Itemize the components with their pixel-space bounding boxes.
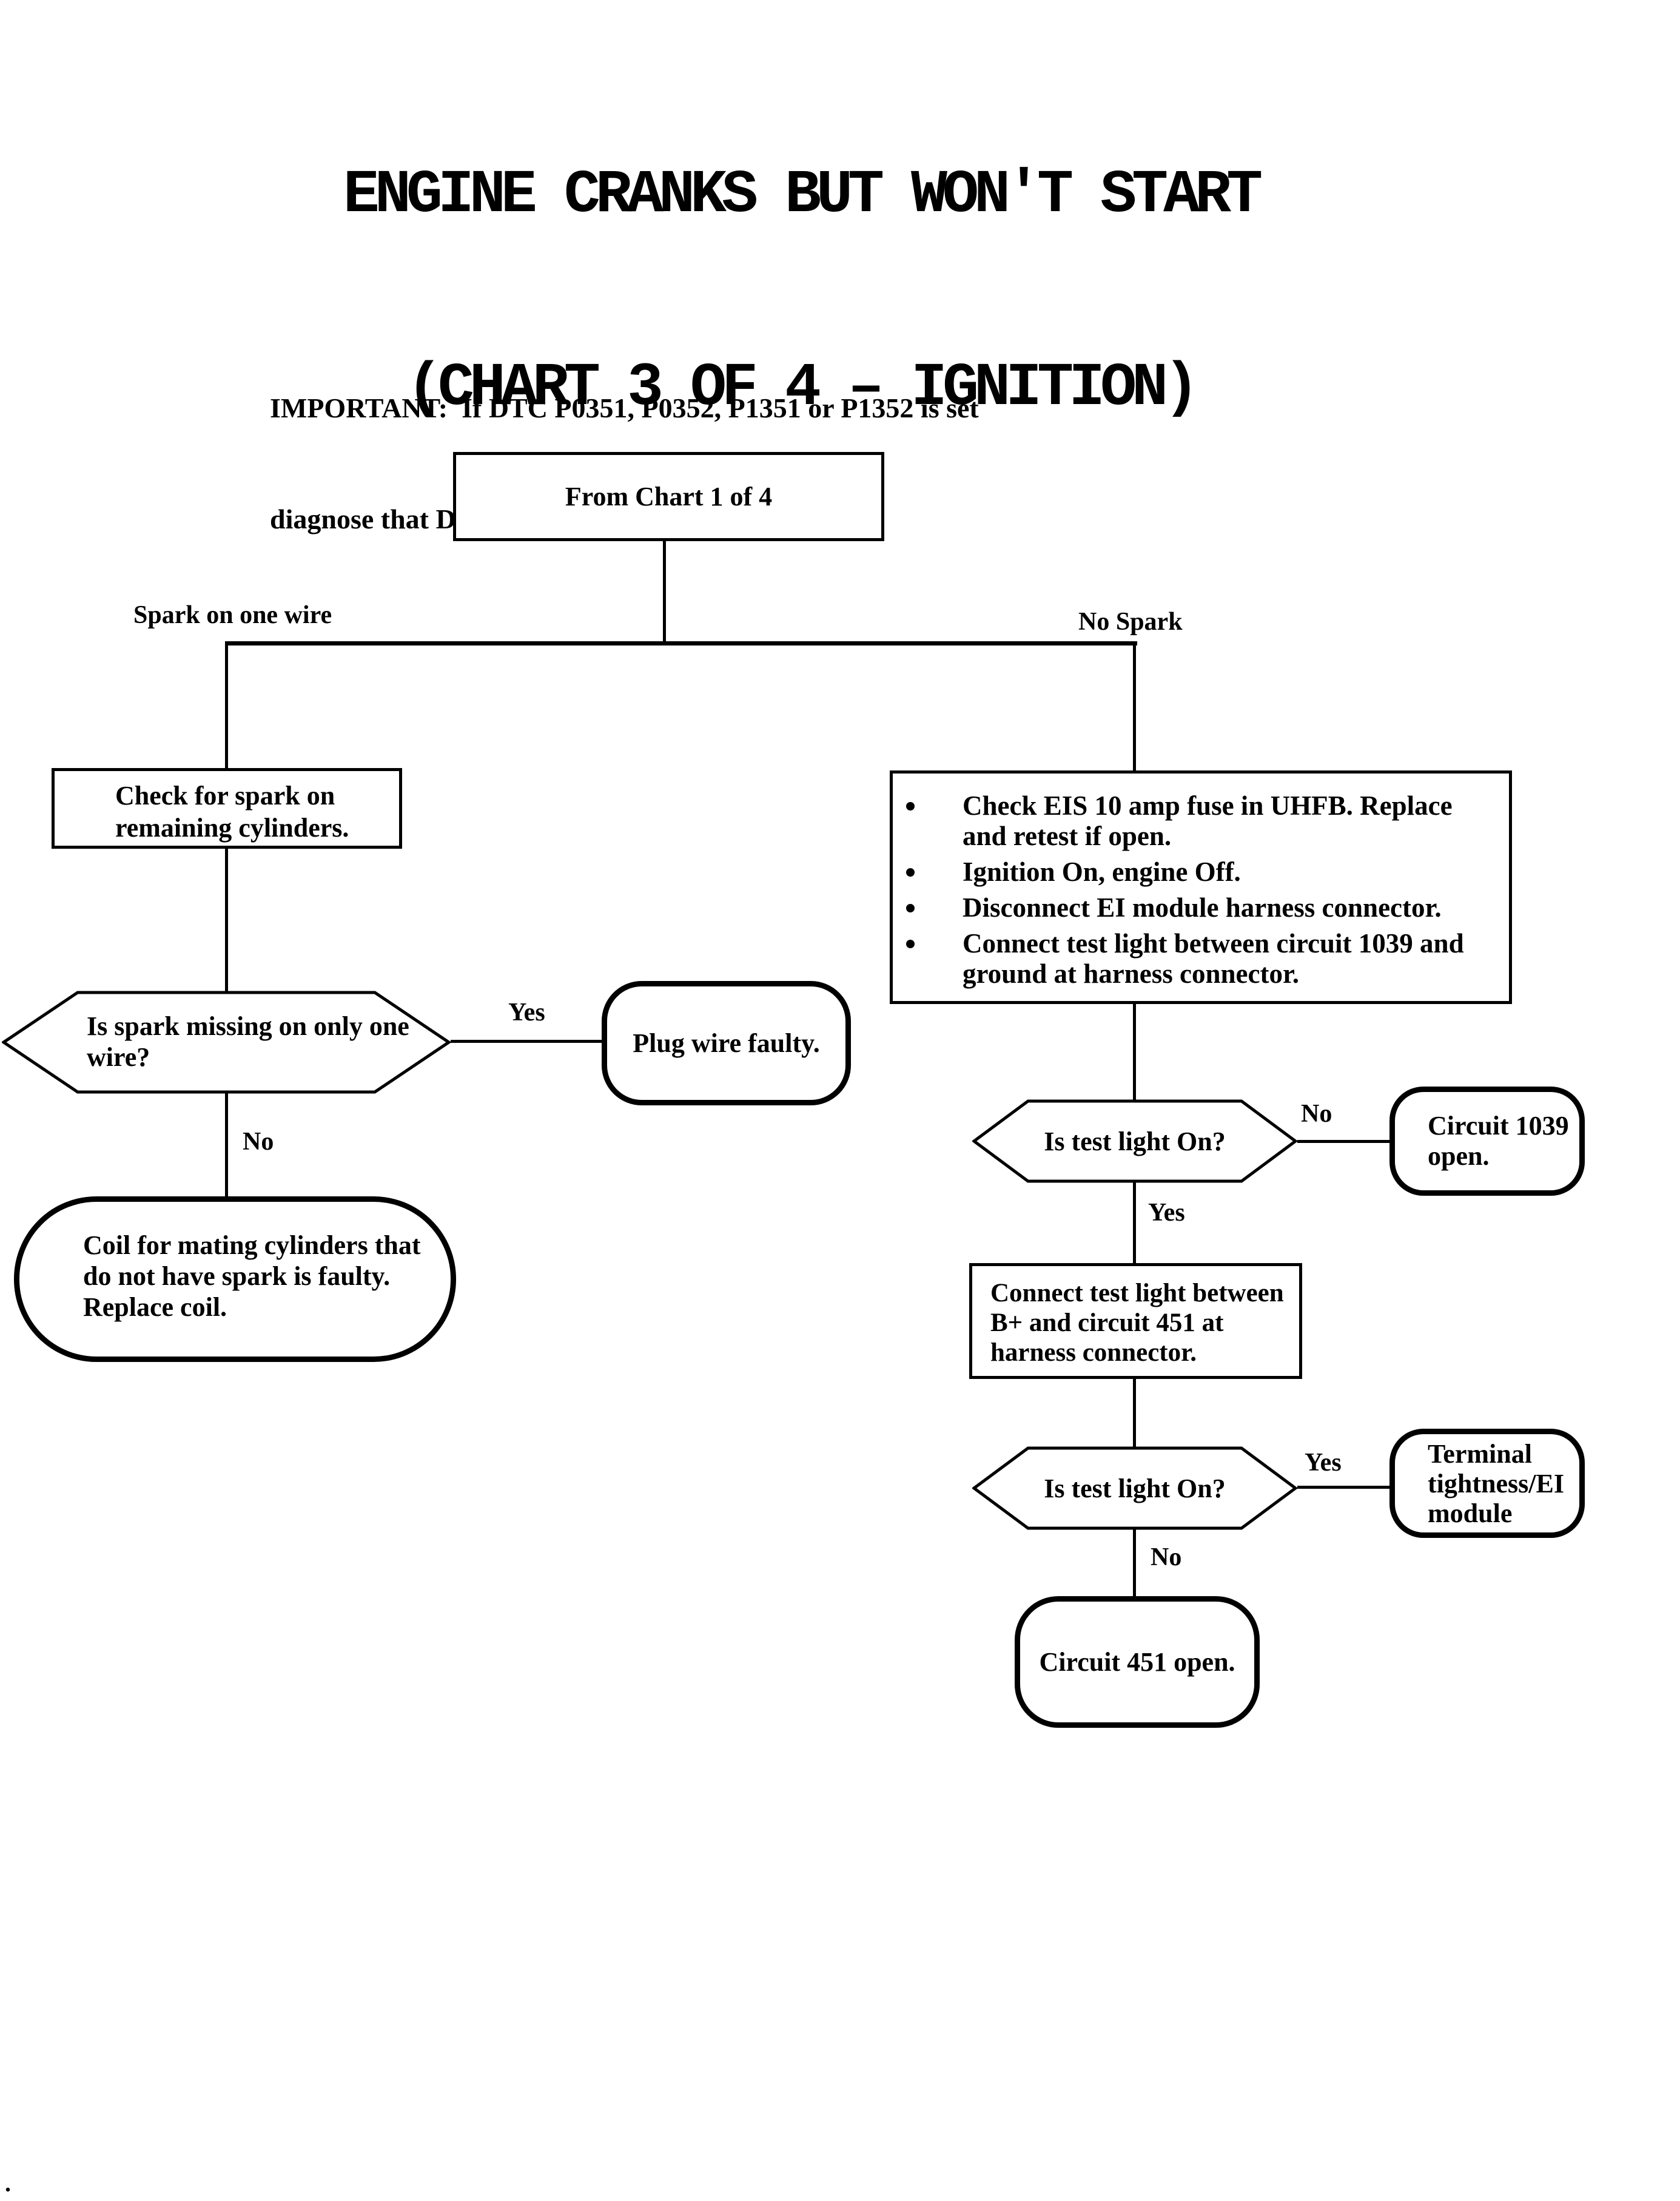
node-from-chart-label: From Chart 1 of 4	[565, 482, 773, 511]
node-coil-faulty-line1: Coil for mating cylinders that	[83, 1230, 421, 1260]
node-terminal-line2: tightness/EI	[1428, 1468, 1564, 1498]
test-light-1-label: Is test light On?	[1044, 1126, 1226, 1156]
eis-step-1: Check EIS 10 amp fuse in UHFB. Replace a…	[893, 790, 1509, 851]
connector-right-branch-down-5	[1133, 1529, 1136, 1598]
connector-yes-to-plug-wire	[451, 1040, 605, 1043]
connector-left-branch-down-3	[225, 1092, 228, 1199]
node-plug-wire-faulty: Plug wire faulty.	[602, 981, 851, 1105]
edge-label-spark-missing-no: No	[243, 1128, 274, 1156]
important-note-line1: IMPORTANT: If DTC P0351, P0352, P1351 or…	[270, 393, 979, 423]
edge-label-spark-missing-yes: Yes	[508, 999, 545, 1026]
connector-left-branch-down-2	[225, 847, 228, 993]
node-circuit-1039-line2: open.	[1428, 1141, 1490, 1171]
node-circuit-451-open: Circuit 451 open.	[1015, 1596, 1260, 1728]
eis-step-1-line2: and retest if open.	[963, 821, 1172, 851]
edge-label-test-light-1-no: No	[1301, 1100, 1332, 1128]
page-title-line2: (CHART 3 OF 4 – IGNITION)	[406, 354, 1200, 423]
node-circuit-1039-line1: Circuit 1039	[1428, 1111, 1569, 1141]
page-title: ENGINE CRANKS BUT WON'T START (CHART 3 O…	[0, 35, 1601, 550]
edge-label-test-light-2-yes: Yes	[1305, 1449, 1342, 1477]
node-test-light-question-1: Is test light On?	[972, 1099, 1297, 1183]
node-connect-451-line2: B+ and circuit 451 at	[990, 1309, 1224, 1337]
node-coil-faulty-line2: do not have spark is faulty.	[83, 1261, 391, 1291]
node-circuit-1039-open: Circuit 1039 open.	[1389, 1087, 1585, 1196]
spark-missing-line2: wire?	[87, 1042, 150, 1072]
eis-step-2-line1: Ignition On, engine Off.	[963, 857, 1241, 887]
stray-period-mark: .	[5, 2169, 11, 2197]
node-connect-test-light-451: Connect test light between B+ and circui…	[969, 1263, 1302, 1379]
node-coil-faulty: Coil for mating cylinders that do not ha…	[14, 1196, 456, 1362]
bullet-icon	[906, 802, 915, 811]
eis-step-4-text: Connect test light between circuit 1039 …	[963, 928, 1464, 989]
eis-step-2: Ignition On, engine Off.	[893, 857, 1509, 887]
eis-step-4: Connect test light between circuit 1039 …	[893, 928, 1509, 989]
edge-label-test-light-2-no: No	[1151, 1543, 1182, 1571]
eis-step-4-line2: ground at harness connector.	[963, 959, 1300, 989]
node-spark-missing-question: Is spark missing on only one wire?	[2, 991, 451, 1094]
eis-step-1-text: Check EIS 10 amp fuse in UHFB. Replace a…	[963, 790, 1453, 851]
eis-step-3-text: Disconnect EI module harness connector.	[963, 892, 1442, 923]
branch-label-no-spark: No Spark	[1078, 608, 1183, 636]
node-from-chart: From Chart 1 of 4	[453, 452, 884, 541]
connector-right-branch-down-2	[1133, 1002, 1136, 1101]
connector-right-branch-down-4	[1133, 1378, 1136, 1448]
hexagon-shape	[2, 991, 451, 1094]
connector-right-branch-down-1	[1133, 641, 1136, 772]
eis-step-2-text: Ignition On, engine Off.	[963, 857, 1241, 887]
node-check-spark-line1: Check for spark on	[115, 781, 335, 811]
connector-right-branch-down-3	[1133, 1182, 1136, 1265]
hexagon-shape	[972, 1099, 1297, 1183]
eis-step-1-line1: Check EIS 10 amp fuse in UHFB. Replace	[963, 790, 1453, 821]
node-terminal-line3: module	[1428, 1498, 1513, 1528]
bullet-icon	[906, 868, 915, 877]
node-terminal-tightness: Terminal tightness/EI module	[1389, 1429, 1585, 1538]
connector-no-to-circuit-1039	[1297, 1140, 1389, 1143]
edge-label-test-light-1-yes: Yes	[1148, 1199, 1185, 1227]
node-test-light-question-2-text: Is test light On?	[972, 1446, 1297, 1530]
eis-step-4-line1: Connect test light between circuit 1039 …	[963, 928, 1464, 959]
connector-from-chart-down	[663, 541, 666, 641]
spark-missing-line1: Is spark missing on only one	[87, 1011, 409, 1041]
test-light-2-label: Is test light On?	[1044, 1473, 1226, 1503]
node-connect-451-line1: Connect test light between	[990, 1279, 1284, 1307]
page-title-line1: ENGINE CRANKS BUT WON'T START	[343, 161, 1263, 230]
eis-step-3: Disconnect EI module harness connector.	[893, 892, 1509, 923]
node-test-light-question-2: Is test light On?	[972, 1446, 1297, 1530]
bullet-icon	[906, 940, 915, 948]
node-test-light-question-1-text: Is test light On?	[972, 1099, 1297, 1183]
node-eis-steps: Check EIS 10 amp fuse in UHFB. Replace a…	[890, 770, 1512, 1004]
connector-yes-to-terminal	[1297, 1486, 1389, 1489]
hexagon-shape	[972, 1446, 1297, 1530]
connector-left-branch-down-1	[225, 641, 228, 770]
node-check-spark: Check for spark on remaining cylinders.	[52, 768, 402, 849]
branch-label-spark-on-one-wire: Spark on one wire	[133, 601, 332, 629]
node-spark-missing-question-text: Is spark missing on only one wire?	[2, 991, 451, 1094]
node-connect-451-line3: harness connector.	[990, 1338, 1197, 1367]
connector-branch-horizontal	[225, 641, 1137, 645]
node-plug-wire-faulty-label: Plug wire faulty.	[633, 1028, 820, 1058]
node-terminal-line1: Terminal	[1428, 1438, 1532, 1469]
eis-step-3-line1: Disconnect EI module harness connector.	[963, 892, 1442, 923]
node-check-spark-line2: remaining cylinders.	[115, 813, 349, 843]
node-coil-faulty-line3: Replace coil.	[83, 1292, 227, 1322]
node-circuit-451-label: Circuit 451 open.	[1039, 1647, 1235, 1677]
bullet-icon	[906, 904, 915, 912]
